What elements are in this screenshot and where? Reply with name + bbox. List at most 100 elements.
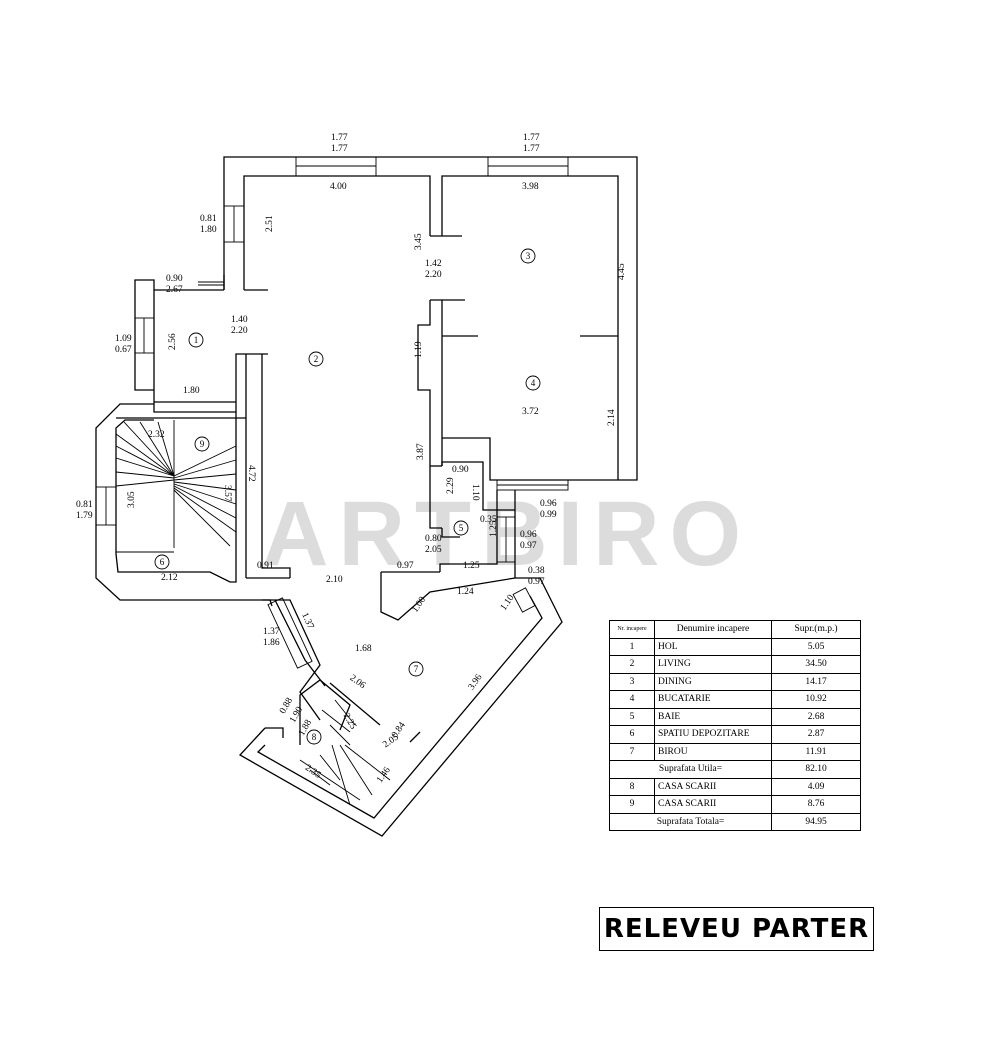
dimension-label: 2.56 [168,333,178,350]
dimension-label: 2.10 [326,575,343,585]
dimension-label: 3.72 [522,407,539,417]
dimension-label: 2.51 [265,215,275,232]
room-number-3: 3 [526,251,531,261]
room-number-4: 4 [531,378,536,388]
dimension-label: 1.25 [463,561,480,571]
dimension-label: 3.98 [522,182,539,192]
room-number-9: 9 [200,439,205,449]
cell-nr: 7 [609,742,655,761]
cell-nr: 9 [609,795,655,814]
watermark: ARTBIRO [262,483,751,585]
total-label: Suprafata Totala= [609,812,772,831]
cell-area: 11.91 [771,742,861,761]
dimension-label: 0.91 [257,561,274,571]
cell-nr: 3 [609,672,655,691]
dimension-label: 0.96 [540,499,557,509]
room-markers: 1 2 3 4 5 6 7 8 9 [154,248,541,745]
cell-area: 34.50 [771,655,861,674]
dimension-label: 0.90 [166,274,183,284]
dimension-label: 2.14 [607,409,617,426]
cell-name: BAIE [654,707,772,726]
table-row: 5 BAIE 2.68 [609,707,861,726]
cell-area: 14.17 [771,672,861,691]
dimension-label: 1.42 [425,259,442,269]
room-number-5: 5 [459,523,464,533]
dimension-label: 0.81 [200,214,217,224]
cell-name: BIROU [654,742,772,761]
dimension-label: 0.97 [528,577,545,587]
table-row: 8 CASA SCARII 4.09 [609,777,861,796]
dimension-label: 0.97 [520,541,537,551]
dimension-label: 4.00 [330,182,347,192]
cell-nr: 1 [609,637,655,656]
table-row: 1 HOL 5.05 [609,637,861,656]
walls [95,156,638,837]
dimension-label: 0.96 [520,530,537,540]
table-row: 2 LIVING 34.50 [609,655,861,674]
dimension-label: 3.45 [414,233,424,250]
cell-nr: 8 [609,777,655,796]
dimension-label: 4.45 [617,263,627,280]
total-value: 94.95 [771,812,861,831]
cell-nr: 4 [609,690,655,709]
room-number-6: 6 [160,557,165,567]
dimension-label: 0.99 [540,510,557,520]
dimension-label: 1.86 [263,638,280,648]
dimension-label: 1.10 [470,484,480,501]
cell-area: 5.05 [771,637,861,656]
dimension-label: 1.80 [200,225,217,235]
dimension-label: 2.20 [231,326,248,336]
dimension-label: 1.46 [375,765,393,785]
drawing-title: RELEVEU PARTER [599,907,874,951]
dimension-label: 1.37 [263,627,280,637]
dimension-label: 1.24 [457,587,474,597]
subtotal-label: Suprafata Utila= [609,760,772,779]
table-row: 6 SPATIU DEPOZITARE 2.87 [609,725,861,744]
total-row: Suprafata Totala= 94.95 [609,812,861,831]
dimension-label: 1.68 [355,644,372,654]
dimension-label: 2.67 [166,285,183,295]
dimension-label: 1.77 [523,133,540,143]
dimension-label: 0.80 [425,534,442,544]
cell-name: DINING [654,672,772,691]
table-row: 3 DINING 14.17 [609,672,861,691]
dimension-label: 1.00 [410,595,428,615]
dimension-label: 0.81 [76,500,93,510]
dimension-label: 0.97 [397,561,414,571]
cell-nr: 5 [609,707,655,726]
dimension-label: 1.77 [331,144,348,154]
room-area-table: Nr. incapere Denumire incapere Supr.(m.p… [609,620,861,831]
dimension-label: 2.06 [348,673,368,691]
cell-nr: 6 [609,725,655,744]
dimension-label: 1.80 [183,386,200,396]
cell-name: LIVING [654,655,772,674]
cell-name: CASA SCARII [654,795,772,814]
cell-name: BUCATARIE [654,690,772,709]
dimension-label: 1.77 [523,144,540,154]
drawing-title-text: RELEVEU PARTER [603,914,870,944]
cell-name: HOL [654,637,772,656]
dimension-label: 2.29 [446,477,456,494]
cell-nr: 2 [609,655,655,674]
dimension-label: 1.37 [299,611,315,631]
cell-area: 8.76 [771,795,861,814]
dimension-label: 1.09 [115,334,132,344]
dimension-label: 2.35 [303,763,323,781]
cell-area: 2.68 [771,707,861,726]
cell-name: SPATIU DEPOZITARE [654,725,772,744]
subtotal-row: Suprafata Utila= 82.10 [609,760,861,779]
cell-name: CASA SCARII [654,777,772,796]
cell-area: 2.87 [771,725,861,744]
column-header-area: Supr.(m.p.) [771,620,861,639]
room-number-7: 7 [414,664,419,674]
dimension-label: 2.12 [161,573,178,583]
table-row: 4 BUCATARIE 10.92 [609,690,861,709]
dimension-label: 1.40 [231,315,248,325]
dimension-label: 1.79 [76,511,93,521]
dimension-label: 4.72 [246,465,256,482]
dimension-label: 3.05 [127,491,137,508]
dimension-label: 2.20 [425,270,442,280]
dimension-label: 0.35 [480,515,497,525]
dimension-label: 0.38 [528,566,545,576]
